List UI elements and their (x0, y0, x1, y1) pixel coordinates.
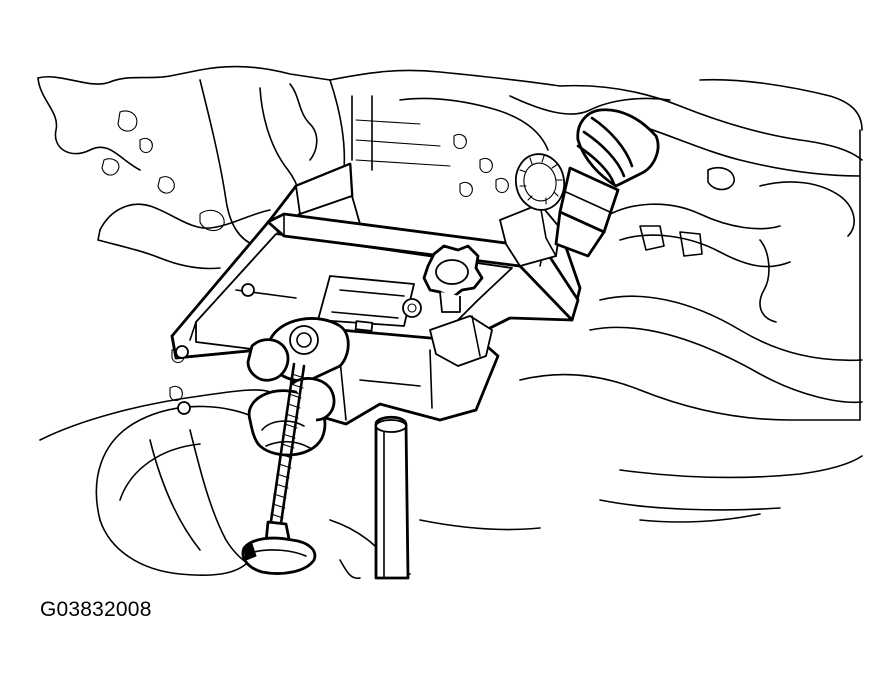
transmission-case (37, 65, 863, 523)
tray-bolts (175, 345, 191, 415)
drive-shaft-boot (514, 108, 660, 258)
jack-saddle (246, 315, 500, 457)
lock-knob-icon (422, 244, 484, 313)
figure-code: G03832008 (40, 598, 152, 621)
handle-knob-icon (241, 520, 317, 575)
jack-ram (374, 415, 410, 580)
threaded-rod-icon (268, 362, 306, 532)
jack-platform (170, 162, 582, 360)
